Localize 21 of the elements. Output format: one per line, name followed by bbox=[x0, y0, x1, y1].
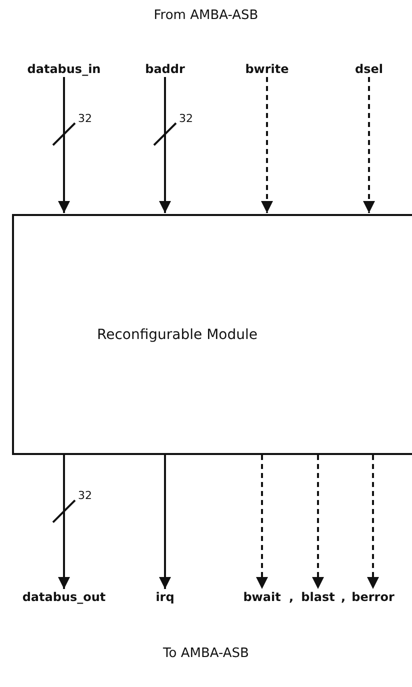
signal-arrow bbox=[58, 77, 70, 213]
signal-arrow bbox=[256, 455, 268, 589]
edge-label: 32 bbox=[78, 112, 92, 126]
signal-arrow bbox=[159, 77, 171, 213]
signal-name: databus_in bbox=[26, 62, 102, 77]
signal-arrow bbox=[312, 455, 324, 589]
signal-arrow bbox=[367, 455, 379, 589]
separator: , bbox=[289, 590, 294, 605]
signal-name: irq bbox=[154, 590, 176, 605]
edge-label: 32 bbox=[78, 489, 92, 502]
title: From AMBA-ASB bbox=[152, 8, 260, 24]
caption: To AMBA-ASB bbox=[162, 646, 250, 662]
separator: , bbox=[341, 590, 346, 605]
module-box bbox=[12, 214, 412, 455]
signal-arrow bbox=[363, 77, 375, 213]
signal-arrow bbox=[159, 455, 171, 589]
signal-arrow bbox=[58, 455, 70, 589]
edge-label: 32 bbox=[179, 112, 193, 126]
signal-name: databus_out bbox=[21, 590, 107, 605]
module-label: Reconfigurable Module bbox=[97, 326, 258, 342]
signal-arrow bbox=[261, 77, 273, 213]
